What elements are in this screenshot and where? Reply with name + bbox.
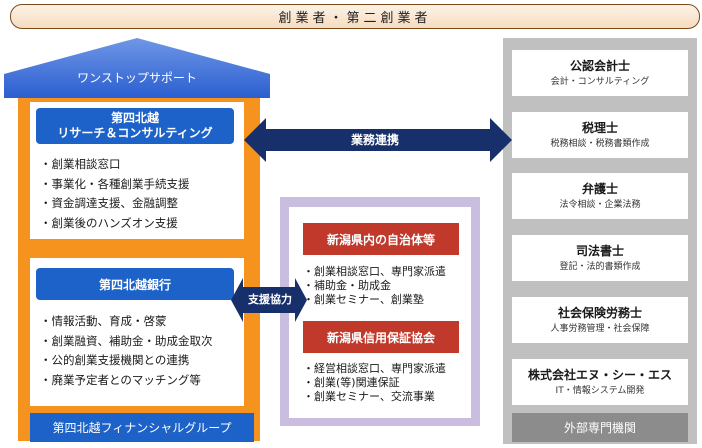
expert-tax-accountant: 税理士 税務相談・税務書類作成 [512, 112, 688, 158]
list-item: ・経営相談窓口、専門家派遣 [303, 362, 446, 375]
list-item: ・創業後のハンズオン支援 [40, 215, 178, 230]
research-consulting-list: ・創業相談窓口 ・事業化・各種創業手続支援 ・資金調達支援、金融調整 ・創業後の… [40, 155, 240, 233]
roof-arrow [4, 38, 270, 98]
expert-labor-consultant: 社会保険労務士 人事労務管理・社会保障 [512, 297, 688, 343]
list-item: ・補助金・助成金 [303, 279, 391, 292]
expert-name: 司法書士 [575, 243, 624, 258]
expert-lawyer: 弁護士 法令相談・企業法務 [512, 173, 688, 219]
research-consulting-title-line1: 第四北越 [110, 111, 159, 125]
list-item: ・資金調達支援、金融調整 [40, 196, 178, 210]
financial-group-footer: 第四北越フィナンシャルグループ [30, 413, 254, 442]
roof-label: ワンストップサポート [77, 71, 197, 85]
top-banner: 創業者・第二創業者 [10, 4, 700, 29]
expert-name: 株式会社エヌ・シー・エス [527, 367, 672, 382]
expert-desc: 税務相談・税務書類作成 [550, 138, 650, 149]
expert-desc: 登記・法的書類作成 [559, 261, 641, 272]
expert-ncs-company: 株式会社エヌ・シー・エス IT・情報システム開発 [512, 359, 688, 405]
expert-name: 弁護士 [581, 181, 618, 196]
list-item: ・廃業予定者とのマッチング等 [40, 372, 201, 387]
expert-name: 社会保険労務士 [557, 305, 642, 320]
list-item: ・情報活動、育成・啓蒙 [40, 314, 167, 328]
list-item: ・創業セミナー、交流事業 [303, 390, 435, 403]
list-item: ・事業化・各種創業手続支援 [40, 176, 190, 191]
expert-accountant: 公認会計士 会計・コンサルティング [512, 50, 688, 96]
local-government-title: 新潟県内の自治体等 [303, 223, 459, 255]
expert-name: 公認会計士 [569, 58, 630, 73]
credit-guarantee-title: 新潟県信用保証協会 [303, 321, 459, 353]
expert-desc: IT・情報システム開発 [555, 385, 645, 396]
expert-judicial-scrivener: 司法書士 登記・法的書類作成 [512, 235, 688, 281]
list-item: ・創業相談窓口 [40, 157, 121, 171]
list-item: ・創業セミナー、創業塾 [303, 293, 424, 306]
expert-desc: 会計・コンサルティング [550, 76, 650, 87]
support-cooperation-arrow [231, 278, 307, 322]
business-partnership-label: 業務連携 [350, 133, 399, 147]
local-government-list: ・創業相談窓口、専門家派遣 ・補助金・助成金 ・創業セミナー、創業塾 [303, 265, 473, 307]
support-cooperation-label: 支援協力 [248, 293, 292, 306]
research-consulting-title-line2: リサーチ＆コンサルティング [57, 126, 213, 140]
external-experts-footer: 外部専門機関 [512, 413, 688, 442]
expert-name: 税理士 [581, 120, 618, 135]
list-item: ・創業相談窓口、専門家派遣 [303, 265, 446, 278]
expert-desc: 人事労務管理・社会保障 [550, 323, 650, 334]
list-item: ・創業融資、補助金・助成金取次 [40, 333, 213, 348]
research-consulting-title: 第四北越 リサーチ＆コンサルティング [36, 108, 234, 144]
list-item: ・創業(等)関連保証 [303, 376, 400, 389]
list-item: ・公的創業支援機関との連携 [40, 353, 190, 367]
bank-list: ・情報活動、育成・啓蒙 ・創業融資、補助金・助成金取次 ・公的創業支援機関との連… [40, 312, 240, 390]
credit-guarantee-list: ・経営相談窓口、専門家派遣 ・創業(等)関連保証 ・創業セミナー、交流事業 [303, 362, 473, 404]
bank-title: 第四北越銀行 [36, 268, 234, 300]
business-partnership-arrow [244, 118, 512, 162]
expert-desc: 法令相談・企業法務 [559, 199, 641, 210]
